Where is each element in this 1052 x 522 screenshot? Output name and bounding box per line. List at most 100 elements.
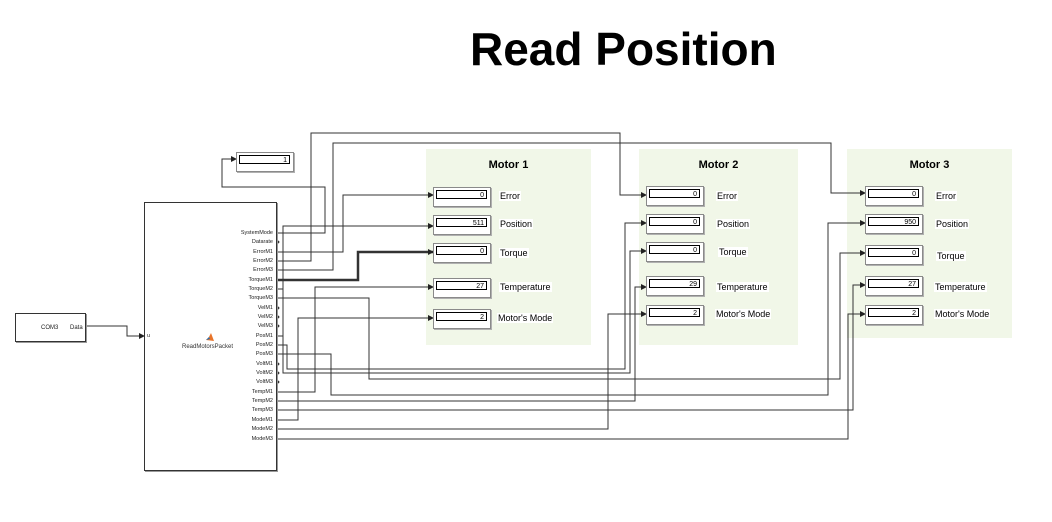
wire-torquem1 <box>275 249 434 282</box>
wire-tempm3 <box>275 282 866 411</box>
motor-1-error-display[interactable]: 0 <box>433 187 491 207</box>
port-voltm1: VoltM1 <box>256 361 273 367</box>
function-name: ReadMotorsPacket <box>182 344 234 350</box>
port-velm3: VelM3 <box>257 323 273 329</box>
wire-tempm1 <box>275 284 434 393</box>
motor-1-error-value: 0 <box>436 190 487 199</box>
port-errorm2: ErrorM2 <box>253 258 273 264</box>
port-modem2: ModeM2 <box>251 426 273 432</box>
motor-3-torque-display[interactable]: 0 <box>865 245 923 265</box>
motor-1-temperature-label: Temperature <box>499 282 552 292</box>
wire-data-to-u <box>85 325 145 339</box>
port-voltm2: VoltM2 <box>256 370 273 376</box>
wire-errorm2 <box>275 132 647 262</box>
read-motors-packet-block[interactable]: u ReadMotorsPacket SystemMode Datarate E… <box>144 202 277 471</box>
motor-3-torque-value: 0 <box>868 248 919 257</box>
motor-2-title: Motor 2 <box>698 159 739 171</box>
wire-posm2 <box>275 220 647 370</box>
port-tempm2: TempM2 <box>251 398 273 404</box>
motor-1-torque-label: Torque <box>499 248 529 258</box>
motor-1-title: Motor 1 <box>488 159 529 171</box>
port-systemmode: SystemMode <box>240 230 273 236</box>
unconnected-port-datarate <box>275 238 280 246</box>
input-port-u: u <box>147 333 151 339</box>
motor-2-temperature-value: 29 <box>649 279 700 288</box>
motor-3-position-display[interactable]: 950 <box>865 214 923 234</box>
unconnected-port-velm1 <box>275 304 280 312</box>
unconnected-port-velm3 <box>275 322 280 330</box>
port-errorm1: ErrorM1 <box>253 249 273 255</box>
motor-1-temperature-display[interactable]: 27 <box>433 278 491 298</box>
motor-2-torque-display[interactable]: 0 <box>646 242 704 262</box>
motor-3-temperature-label: Temperature <box>934 282 987 292</box>
motor-2-position-display[interactable]: 0 <box>646 214 704 234</box>
port-datarate: Datarate <box>251 239 273 245</box>
data-output-label: Data <box>70 325 83 331</box>
matlab-function-icon <box>206 333 214 341</box>
motor-1-temperature-value: 27 <box>436 281 487 290</box>
motor-2-position-value: 0 <box>649 217 700 226</box>
wire-tempm2 <box>275 284 647 402</box>
wire-modem1 <box>275 315 434 421</box>
motor-1-torque-value: 0 <box>436 246 487 255</box>
port-torquem1: TorqueM1 <box>248 277 273 283</box>
motor-1-mode-display[interactable]: 2 <box>433 309 491 329</box>
motor-1-mode-value: 2 <box>436 312 487 321</box>
motor-3-title: Motor 3 <box>909 159 950 171</box>
motor-1-error-label: Error <box>499 191 521 201</box>
port-posm3: PosM3 <box>255 351 273 357</box>
port-velm1: VelM1 <box>257 305 273 311</box>
model-title: Read Position <box>470 23 777 75</box>
serial-receive-block[interactable]: COM3 Data <box>15 313 86 342</box>
motor-3-torque-label: Torque <box>936 251 966 261</box>
motor-3-error-display[interactable]: 0 <box>865 186 923 206</box>
motor-1-position-value: 511 <box>436 218 487 227</box>
motor-3-temperature-display[interactable]: 27 <box>865 276 923 296</box>
unconnected-port-voltm2 <box>275 369 280 377</box>
port-tempm1: TempM1 <box>251 389 273 395</box>
motor-2-torque-value: 0 <box>649 245 700 254</box>
motor-2-error-display[interactable]: 0 <box>646 186 704 206</box>
wire-errorm1 <box>275 192 434 253</box>
port-torquem2: TorqueM2 <box>248 286 273 292</box>
motor-3-mode-label: Motor's Mode <box>934 309 991 319</box>
motor-2-temperature-label: Temperature <box>716 282 769 292</box>
motor-2-mode-value: 2 <box>649 308 700 317</box>
wire-modem2 <box>275 311 647 430</box>
wire-systemmode <box>221 156 326 234</box>
wire-posm3 <box>275 220 866 396</box>
unconnected-port-voltm1 <box>275 360 280 368</box>
com-port-label: COM3 <box>41 325 59 331</box>
motor-2-position-label: Position <box>716 219 751 229</box>
port-tempm3: TempM3 <box>251 407 273 413</box>
port-posm1: PosM1 <box>255 333 273 339</box>
port-posm2: PosM2 <box>255 342 273 348</box>
motor-2-mode-label: Motor's Mode <box>715 309 772 319</box>
wire-torquem2 <box>275 248 647 374</box>
unconnected-port-velm2 <box>275 313 280 321</box>
system-mode-value: 1 <box>239 155 290 164</box>
port-modem1: ModeM1 <box>251 417 273 423</box>
motor-2-mode-display[interactable]: 2 <box>646 305 704 325</box>
motor-3-temperature-value: 27 <box>868 279 919 288</box>
motor-3-position-value: 950 <box>868 217 919 226</box>
unconnected-port-voltm3 <box>275 378 280 386</box>
motor-1-position-label: Position <box>499 219 534 229</box>
wire-modem3 <box>275 311 866 440</box>
motor-2-torque-label: Torque <box>718 247 748 257</box>
motor-1-mode-label: Motor's Mode <box>497 313 554 323</box>
motor-3-error-label: Error <box>935 191 957 201</box>
motor-1-position-display[interactable]: 511 <box>433 215 491 235</box>
motor-2-error-value: 0 <box>649 189 700 198</box>
motor-1-torque-display[interactable]: 0 <box>433 243 491 263</box>
motor-3-error-value: 0 <box>868 189 919 198</box>
port-errorm3: ErrorM3 <box>253 267 273 273</box>
port-modem3: ModeM3 <box>251 436 273 442</box>
motor-3-position-label: Position <box>935 219 970 229</box>
motor-2-temperature-display[interactable]: 29 <box>646 276 704 296</box>
port-velm2: VelM2 <box>257 314 273 320</box>
motor-2-error-label: Error <box>716 191 738 201</box>
motor-3-mode-display[interactable]: 2 <box>865 305 923 325</box>
wire-errorm3 <box>275 142 866 271</box>
system-mode-display[interactable]: 1 <box>236 152 294 172</box>
